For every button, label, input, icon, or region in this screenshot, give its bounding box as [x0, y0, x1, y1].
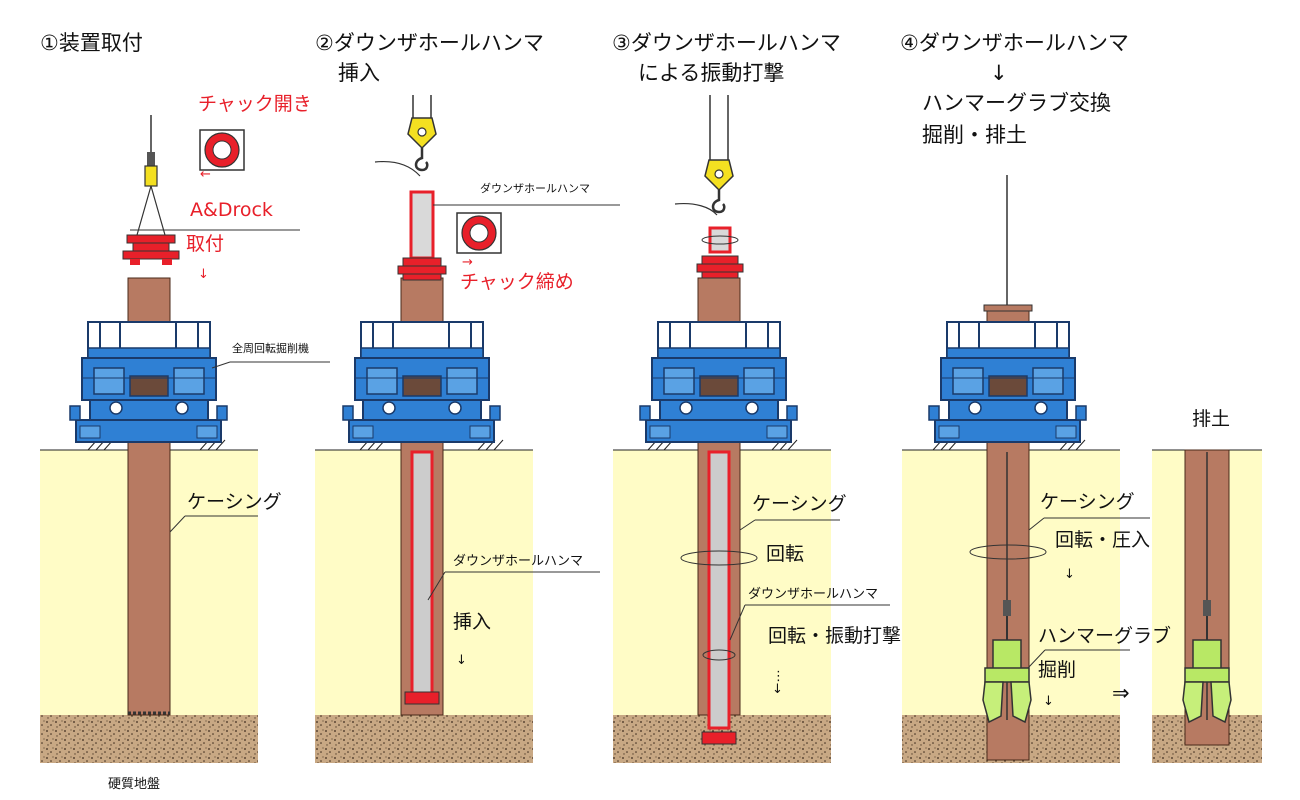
rot-vibration-label: 回転・振動打撃 — [768, 625, 901, 647]
rot-press-label: 回転・圧入 — [1055, 529, 1150, 551]
step-4-arrow: ↓ — [990, 61, 1008, 85]
dth-hammer-label-3: ダウンザホールハンマ — [748, 587, 878, 602]
step-3-subtitle: による振動打撃 — [638, 61, 784, 85]
chuck-close-icon — [456, 212, 502, 254]
machine-3 — [639, 319, 798, 446]
rot-vibration-dots: ⋮ — [772, 669, 785, 684]
dth-hammer-3 — [707, 450, 731, 730]
step-2-title: ②ダウンザホールハンマ — [315, 31, 544, 55]
chuck-open-arrow: ← — [200, 167, 211, 182]
panel-1 — [40, 115, 330, 763]
adrock-label: A&Drock — [190, 199, 273, 221]
rotation-arrow-3a — [680, 550, 758, 566]
panel-3 — [613, 95, 890, 763]
insert-label: 挿入 — [453, 611, 491, 633]
panel-2 — [315, 95, 620, 763]
step-4-subtitle2: ハンマーグラブ交換 — [922, 91, 1111, 115]
rot-vibration-arrow: ↓ — [772, 682, 783, 697]
hard-ground-1 — [40, 715, 258, 763]
excavate-arrow: ↓ — [1043, 694, 1054, 709]
chuck-close-arrow: → — [462, 255, 473, 270]
next-arrow: ⇒ — [1112, 681, 1130, 705]
dth-hammer-label-top: ダウンザホールハンマ — [480, 181, 590, 195]
panel-4 — [902, 175, 1150, 763]
insert-arrow: ↓ — [456, 653, 467, 668]
casing-label-4: ケーシング — [1040, 491, 1135, 513]
step-3-title: ③ダウンザホールハンマ — [612, 31, 841, 55]
hard-ground-label: 硬質地盤 — [108, 777, 160, 792]
discharge-label: 排土 — [1192, 408, 1230, 430]
step-2-subtitle: 挿入 — [338, 61, 380, 85]
adrock-device-3 — [696, 255, 744, 279]
dth-hammer-label-2: ダウンザホールハンマ — [453, 554, 583, 569]
rotation-label: 回転 — [766, 543, 804, 565]
rot-press-arrow: ↓ — [1064, 567, 1075, 582]
chuck-open-label: チャック開き — [198, 93, 312, 115]
dth-hammer-2 — [410, 450, 434, 696]
machine-2 — [342, 319, 501, 446]
attach-label: 取付 — [186, 233, 224, 255]
machine-4 — [928, 319, 1087, 446]
step-1-title: ①装置取付 — [40, 31, 143, 55]
excavate-label: 掘削 — [1038, 659, 1076, 681]
hammer-grab-label: ハンマーグラブ — [1038, 624, 1171, 647]
crane-hook-3 — [703, 158, 735, 214]
step-4-title: ④ダウンザホールハンマ — [900, 31, 1129, 55]
chuck-close-label: チャック締め — [460, 271, 574, 293]
casing-label-1: ケーシング — [187, 491, 282, 513]
adrock-device-2 — [397, 257, 447, 281]
chuck-open-icon — [199, 129, 245, 171]
rotation-arrow-4 — [969, 544, 1047, 560]
casing-label-3: ケーシング — [752, 493, 847, 515]
step-4-subtitle3: 掘削・排土 — [922, 123, 1027, 147]
panel-5 — [1152, 449, 1262, 763]
attach-arrow: ↓ — [198, 267, 209, 282]
machine-label: 全周回転掘削機 — [232, 341, 309, 355]
adrock-device-1 — [122, 234, 180, 265]
hard-ground-2 — [315, 715, 533, 763]
rotation-arrow-3b — [702, 649, 736, 661]
crane-hook-2 — [406, 116, 438, 172]
machine-1 — [69, 319, 228, 446]
